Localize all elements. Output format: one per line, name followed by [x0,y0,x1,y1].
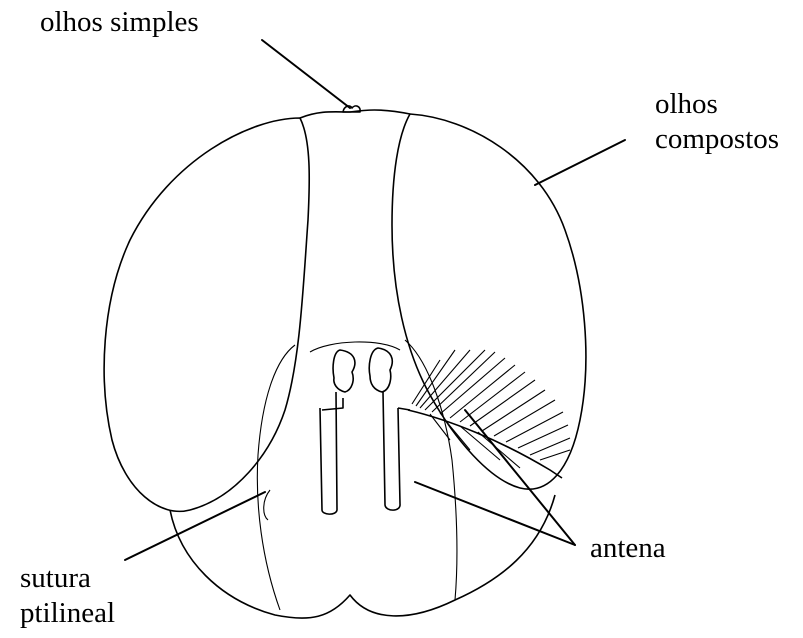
left-antenna-base [333,350,355,392]
right-antenna-flagellum [383,392,400,510]
ptilinal-suture-line [264,490,270,520]
label-compostos: compostos [655,123,779,156]
arista [408,350,570,478]
left-antenna-pedicel [322,398,343,410]
leader-antena-1 [415,482,575,545]
right-antenna-base [369,348,392,392]
left-facial-ridge [257,345,295,610]
leader-antena-2 [465,410,575,545]
label-antena: antena [590,532,666,565]
label-olhos-simples: olhos simples [40,6,199,39]
label-olhos: olhos [655,88,718,121]
leader-olhos-compostos [535,140,625,185]
left-compound-eye [104,118,309,511]
label-ptilineal: ptilineal [20,597,115,630]
leader-sutura [125,492,265,560]
leader-olhos-simples [262,40,350,108]
right-compound-eye [392,114,586,489]
label-sutura: sutura [20,562,91,595]
right-facial-ridge [405,340,457,600]
